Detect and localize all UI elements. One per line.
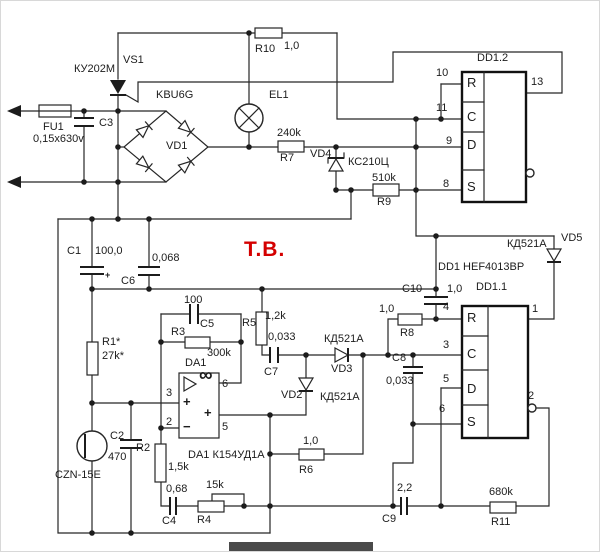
bottom-bar	[229, 542, 373, 551]
opamp-da1	[178, 372, 220, 439]
diode-vd5	[545, 248, 563, 263]
fuse-fu1	[38, 104, 72, 118]
zener-vd4	[327, 152, 345, 172]
arrow-mains-bottom-icon	[7, 176, 21, 188]
microphone-czn15e	[76, 430, 108, 462]
diode-vd2	[297, 377, 315, 392]
capacitors	[74, 117, 448, 515]
ic-dd12	[460, 70, 535, 204]
bridge-vd1	[135, 119, 195, 174]
resistors	[86, 27, 517, 514]
junction-dots	[81, 30, 444, 536]
thyristor-vs1	[110, 80, 126, 96]
diode-vd3	[334, 346, 350, 364]
ic-dd11	[460, 304, 537, 440]
lamp-el1	[234, 103, 264, 133]
arrow-mains-top-icon	[7, 105, 21, 117]
